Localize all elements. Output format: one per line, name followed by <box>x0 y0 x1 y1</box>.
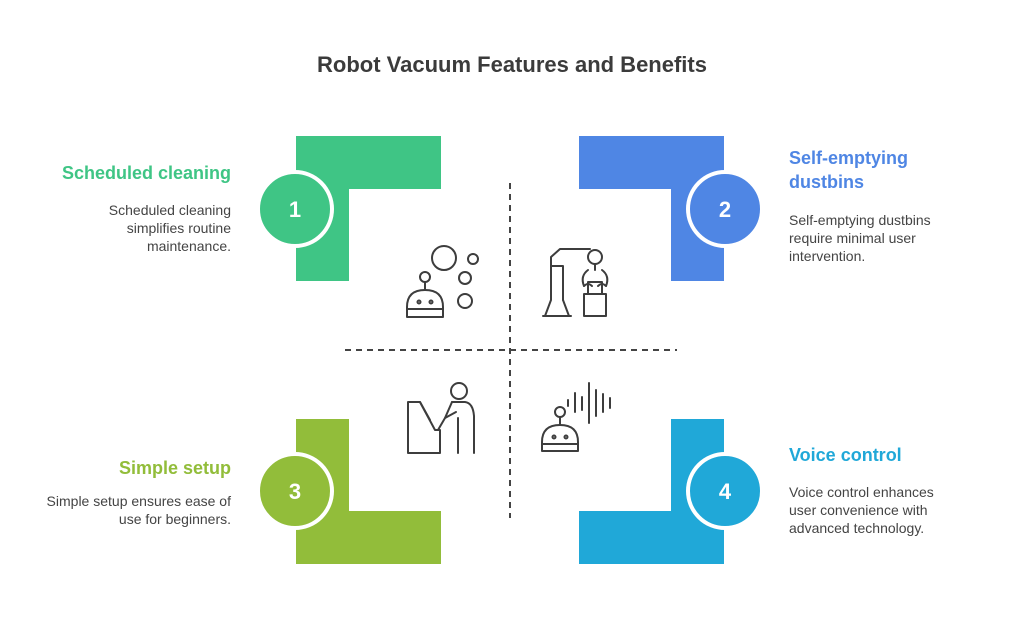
page-title: Robot Vacuum Features and Benefits <box>317 52 707 77</box>
feature-1-title: Scheduled cleaning <box>61 163 231 183</box>
badge-2-number: 2 <box>719 197 731 222</box>
robot-with-bubbles-icon <box>406 245 479 318</box>
corner-shape-2 <box>579 136 724 281</box>
feature-4-description: Voice control enhances user convenience … <box>789 484 934 536</box>
badge-3-number: 3 <box>289 479 301 504</box>
badge-4: 4 <box>686 452 764 530</box>
feature-4-title: Voice control <box>789 445 902 465</box>
feature-2-title: Self-emptying dustbins <box>789 148 909 192</box>
feature-2-description: Self-emptying dustbins require minimal u… <box>789 212 931 264</box>
badge-1: 1 <box>256 170 334 248</box>
badge-2: 2 <box>686 170 764 248</box>
badge-4-number: 4 <box>719 479 732 504</box>
corner-shape-1 <box>296 136 441 281</box>
feature-3-description: Simple setup ensures ease of use for beg… <box>46 493 231 527</box>
corner-shape-3 <box>296 419 441 564</box>
feature-1-description: Scheduled cleaning simplifies routine ma… <box>108 202 231 254</box>
person-at-device-icon <box>407 382 475 454</box>
badge-3: 3 <box>256 452 334 530</box>
feature-3-title: Simple setup <box>118 458 231 478</box>
badge-1-number: 1 <box>289 197 301 222</box>
robot-voice-wave-icon <box>541 382 611 452</box>
robotic-arm-box-icon <box>542 248 609 317</box>
corner-shape-4 <box>579 419 724 564</box>
